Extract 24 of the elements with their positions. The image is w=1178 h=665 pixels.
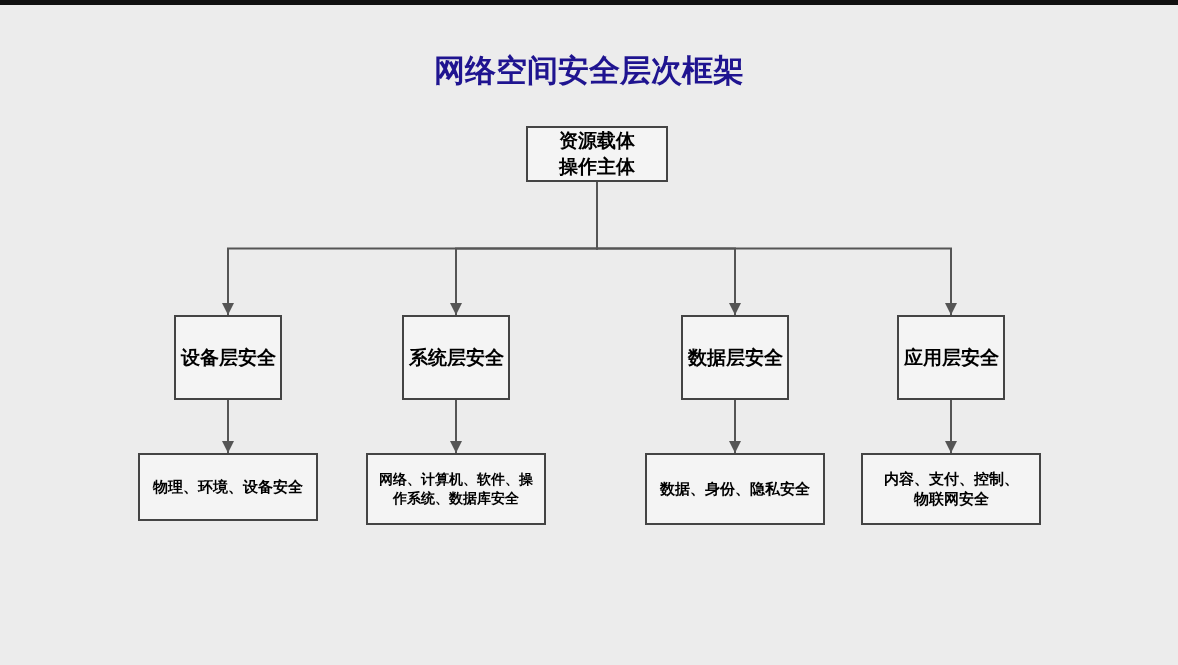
layer-box bbox=[402, 315, 510, 400]
node-text: 内容、支付、控制、物联网安全 bbox=[883, 468, 1019, 510]
detail-box bbox=[861, 453, 1041, 525]
node-text: 资源载体 bbox=[559, 128, 635, 154]
node-text: 系统层安全 bbox=[408, 344, 504, 370]
node-text: 操作主体 bbox=[559, 154, 635, 179]
diagram-title: 网络空间安全层次框架 bbox=[434, 51, 744, 90]
node-text: 物理、环境、设备安全 bbox=[153, 476, 303, 498]
detail-box bbox=[645, 453, 825, 525]
arrow bbox=[450, 399, 462, 454]
detail-box bbox=[366, 453, 546, 525]
detail-box bbox=[138, 453, 318, 521]
layer-box bbox=[681, 315, 789, 400]
arrow bbox=[729, 399, 741, 454]
node-text: 数据、身份、隐私安全 bbox=[660, 478, 810, 500]
layer-box bbox=[897, 315, 1005, 400]
arrow bbox=[945, 399, 957, 454]
node-text: 设备层安全 bbox=[180, 344, 276, 370]
root-box bbox=[526, 126, 668, 182]
node-text: 网络、计算机、软件、操作系统、数据库安全 bbox=[378, 470, 534, 508]
node-text: 应用层安全 bbox=[903, 344, 999, 370]
node-text: 数据层安全 bbox=[687, 344, 783, 370]
layer-box bbox=[174, 315, 282, 400]
arrow bbox=[222, 399, 234, 454]
